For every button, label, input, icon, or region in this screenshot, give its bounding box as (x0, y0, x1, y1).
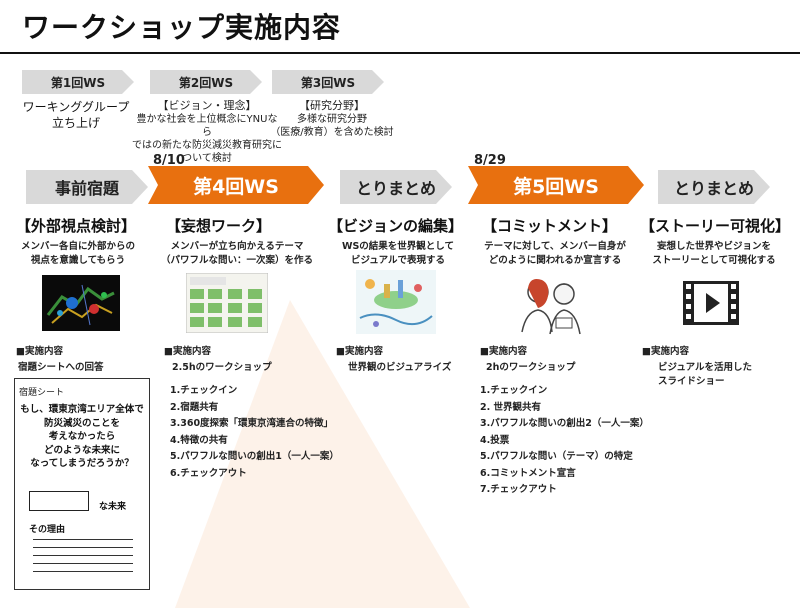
page-title: ワークショップ実施内容 (22, 11, 342, 44)
map-image (42, 275, 120, 331)
content-summary2: ビジュアルを活用したスライドショー (658, 362, 753, 387)
answer-line (33, 563, 133, 564)
heading-vision-edit: 【ビジョンの編集】 (328, 217, 464, 235)
desc-external-view: メンバー各自に外部からの視点を意識してもらう (20, 241, 135, 266)
worksheet-image (186, 273, 268, 333)
desc-story: 妄想した世界やビジョンをストーリーとして可視化する (652, 241, 776, 266)
steps-ws5: 1.チェックイン 2. 世界観共有 3.パワフルな問いの創出2（一人一案） 4.… (480, 383, 649, 499)
future-answer-box (29, 491, 89, 511)
homework-sheet-title: 宿題シート (19, 388, 65, 398)
answer-line (33, 539, 133, 540)
content-ws5: 2hのワークショップ (486, 362, 576, 373)
desc-vision-edit: WSの結果を世界観としてビジュアルで表現する (341, 241, 455, 266)
section-label-summary1: ■実施内容 (336, 346, 383, 357)
heading-commitment: 【コミットメント】 (482, 217, 618, 235)
date-ws4: 8/10 (153, 153, 185, 168)
steps-ws4: 1.チェックイン 2.宿題共有 3.360度探索「環東京湾連合の特徴」 4.特徴… (170, 383, 339, 482)
list-item: 1.チェックイン (480, 385, 548, 396)
list-item: 2. 世界観共有 (480, 401, 542, 413)
answer-line (33, 547, 133, 548)
heading-delusion-work: 【妄想ワーク】 (166, 217, 272, 235)
ws1-tag: 第1回WS (22, 70, 134, 94)
ws2-desc: 【ビジョン・理念】 豊かな社会を上位概念にYNUならではの新たな防災減災教育研究… (132, 99, 282, 164)
list-item: 3.360度探索「環東京湾連合の特徴」 (170, 418, 334, 429)
list-item: 1.チェックイン (170, 385, 238, 396)
homework-question: もし、環東京湾エリア全体で 防災減災のことを 考えなかったら どのような未来に … (20, 404, 144, 469)
list-item: 3.パワフルな問いの創出2（一人一案） (480, 418, 649, 429)
date-ws5: 8/29 (474, 153, 506, 168)
phase-homework-chevron: 事前宿題 (26, 170, 148, 204)
list-item: 7.チェックアウト (480, 484, 557, 495)
heading-external-view: 【外部視点検討】 (16, 217, 137, 235)
ws3-tag: 第3回WS (272, 70, 384, 94)
section-label-ws4: ■実施内容 (164, 346, 211, 357)
list-item: 6.チェックアウト (170, 467, 247, 479)
content-summary1: 世界観のビジュアライズ (348, 362, 452, 373)
phase-ws4-chevron: 第4回WS (148, 166, 324, 204)
illustration-image (356, 270, 436, 334)
desc-delusion-work: メンバーが立ち向かえるテーマ（パワフルな問い：一次案）を作る (160, 241, 313, 266)
ws2-tag: 第2回WS (150, 70, 262, 94)
phase-ws5-chevron: 第5回WS (468, 166, 644, 204)
list-item: 5.パワフルな問い（テーマ）の特定 (480, 451, 633, 462)
section-label-ws5: ■実施内容 (480, 346, 527, 357)
title-divider (0, 52, 800, 54)
phase-summary1-chevron: とりまとめ (340, 170, 452, 204)
content-ws4: 2.5hのワークショップ (172, 362, 272, 373)
reason-label: その理由 (29, 525, 66, 535)
answer-line (33, 555, 133, 556)
heading-story: 【ストーリー可視化】 (640, 217, 791, 235)
answer-line (33, 571, 133, 572)
future-label: な未来 (99, 502, 127, 512)
phase-summary2-chevron: とりまとめ (658, 170, 770, 204)
content-homework: 宿題シートへの回答 (18, 362, 104, 373)
list-item: 6.コミットメント宣言 (480, 467, 576, 479)
homework-sheet: 宿題シート もし、環東京湾エリア全体で 防災減災のことを 考えなかったら どのよ… (14, 378, 150, 590)
section-label-homework: ■実施内容 (16, 346, 63, 357)
desc-commitment: テーマに対して、メンバー自身がどのように関われるか宣言する (484, 241, 626, 266)
section-label-summary2: ■実施内容 (642, 346, 689, 357)
video-icon (683, 281, 739, 325)
people-image (521, 279, 581, 335)
list-item: 5.パワフルな問いの創出1（一人一案） (170, 451, 339, 462)
list-item: 4.特徴の共有 (170, 434, 228, 446)
list-item: 4.投票 (480, 434, 510, 446)
ws1-desc: ワーキンググループ立ち上げ (22, 100, 130, 130)
list-item: 2.宿題共有 (170, 401, 219, 413)
ws3-desc: 【研究分野】 多様な研究分野（医療/教育）を含めた検討 (270, 99, 394, 138)
